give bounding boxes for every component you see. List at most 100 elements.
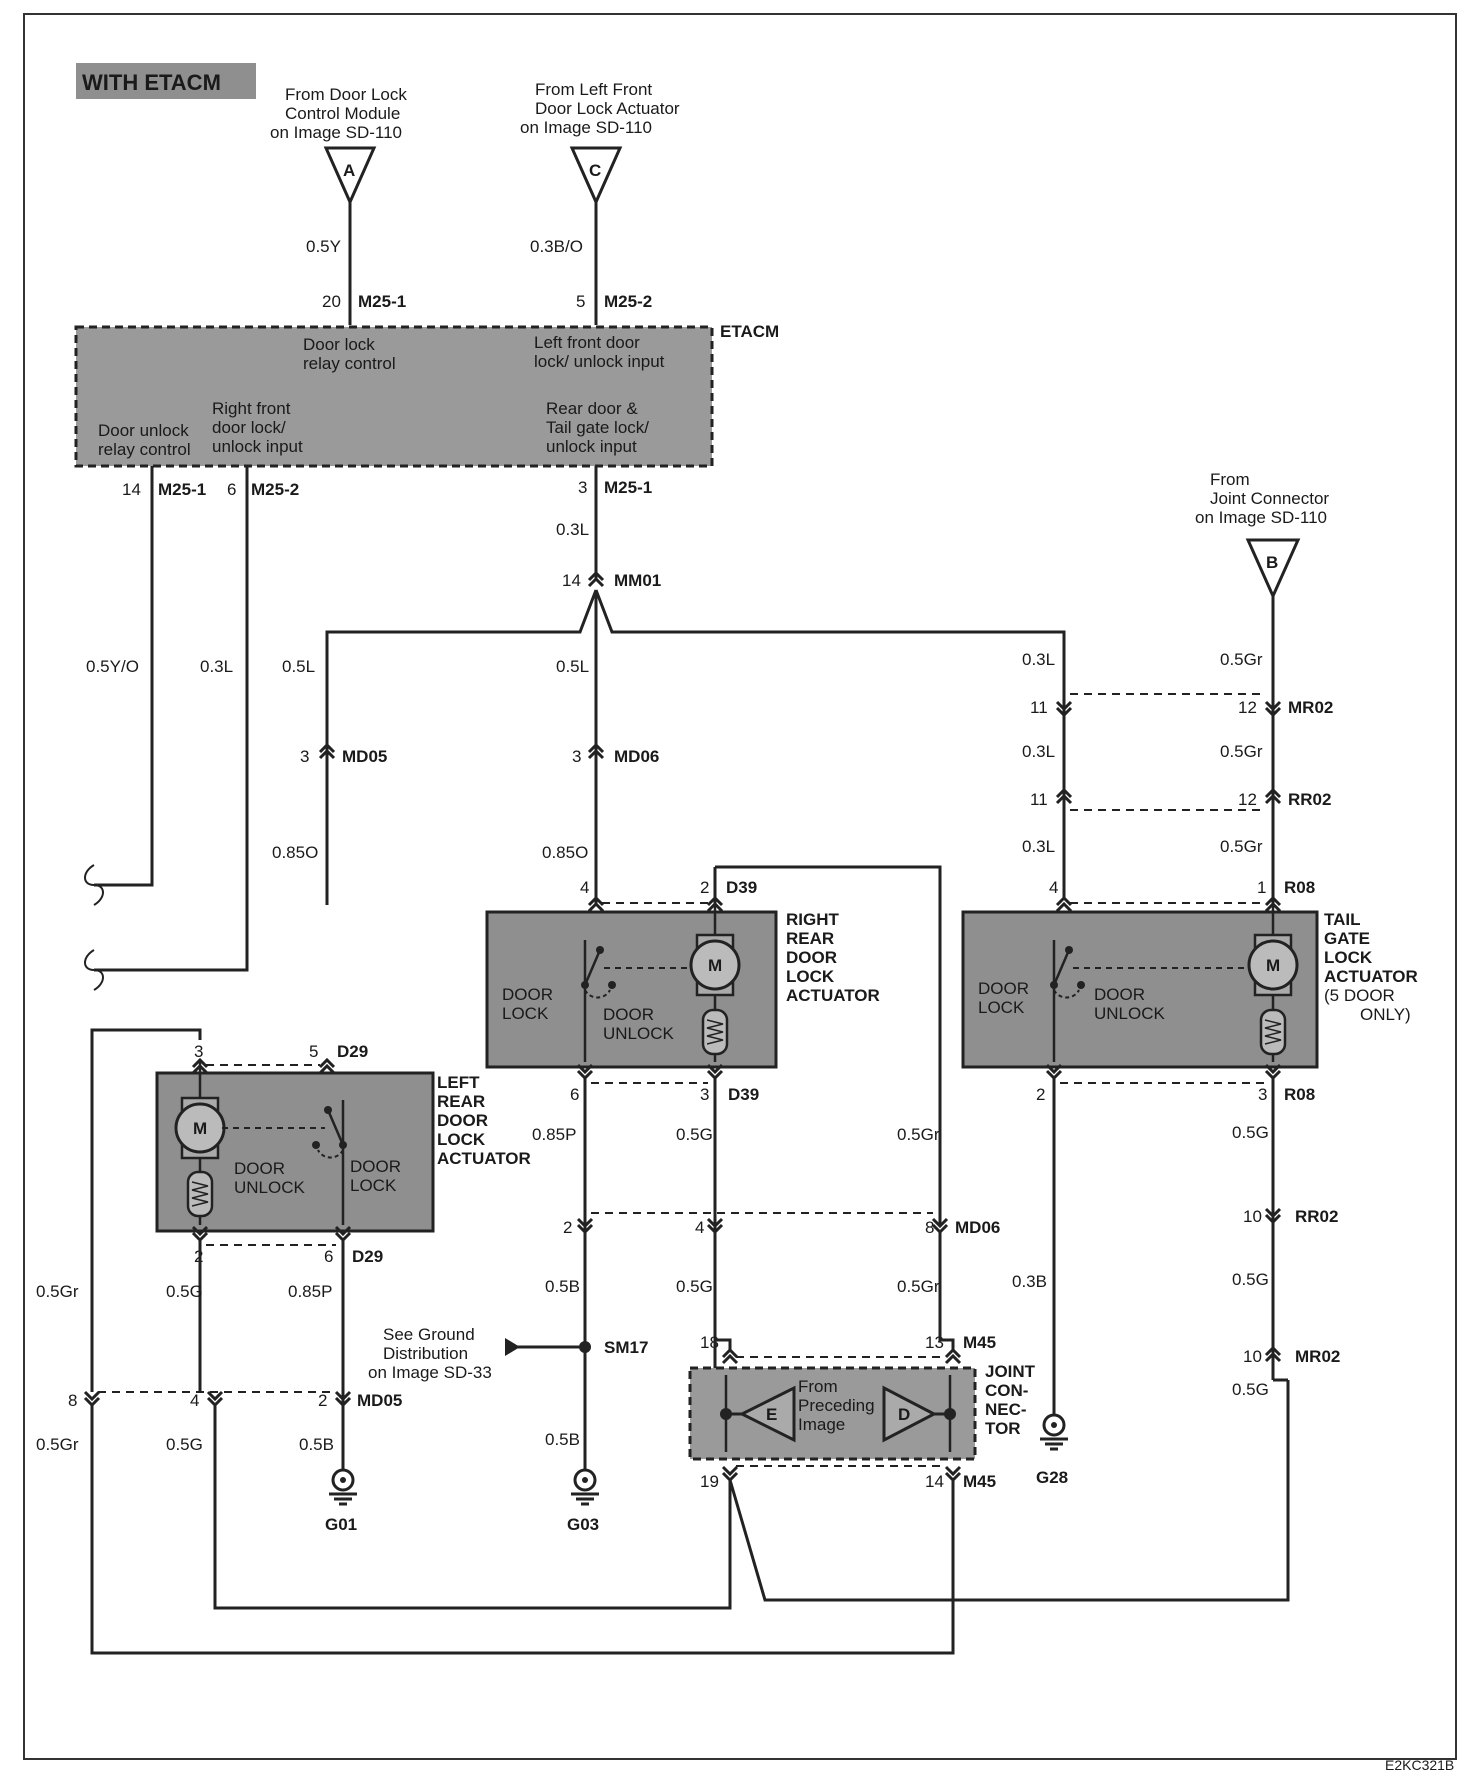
source-b: From Joint Connector on Image SD-110 B — [1195, 470, 1329, 600]
connector-label: R08 — [1284, 1085, 1315, 1104]
pin-label: 10 — [1243, 1347, 1262, 1366]
wire-label: 0.5Gr — [36, 1435, 79, 1454]
etacm-text: unlock input — [546, 437, 637, 456]
actuator-title: RIGHT — [786, 910, 840, 929]
joint-title: NEC- — [985, 1400, 1027, 1419]
actuator-title: TAIL — [1324, 910, 1361, 929]
connector-label: M25-1 — [604, 478, 652, 497]
connector-label: M45 — [963, 1333, 996, 1352]
wire-label: 0.3B — [1012, 1272, 1047, 1291]
pin-label: 5 — [309, 1042, 318, 1061]
wire-label: 0.3L — [1022, 650, 1055, 669]
wire-label: 0.5G — [1232, 1270, 1269, 1289]
joint-title: TOR — [985, 1419, 1021, 1438]
actuator-title: LOCK — [437, 1130, 486, 1149]
etacm-text: relay control — [303, 354, 396, 373]
connector-label: D39 — [728, 1085, 759, 1104]
ground-note: Distribution — [383, 1344, 468, 1363]
connector-label: SM17 — [604, 1338, 648, 1357]
connector-label: D29 — [337, 1042, 368, 1061]
connector-label: MD06 — [614, 747, 659, 766]
wire-label: 0.5Y/O — [86, 657, 139, 676]
pin-label: 11 — [1030, 698, 1048, 717]
etacm-text: Left front door — [534, 333, 640, 352]
source-b-letter: B — [1266, 553, 1278, 572]
door-unlock-text: UNLOCK — [1094, 1004, 1166, 1023]
etacm-text: relay control — [98, 440, 191, 459]
source-c-line2: Door Lock Actuator — [535, 99, 680, 118]
pin-label: 4 — [580, 878, 589, 897]
ground-note: See Ground — [383, 1325, 475, 1344]
right-rear-door-lock-actuator: 4 2 D39 M DOOR LOCK DOOR UNLOCK RIGHT RE… — [485, 878, 880, 1104]
pin-label: 8 — [925, 1218, 934, 1237]
connector-label: M25-2 — [251, 480, 299, 499]
source-b-line2: Joint Connector — [1210, 489, 1329, 508]
joint-inner-text: Preceding — [798, 1396, 875, 1415]
joint-title: JOINT — [985, 1362, 1036, 1381]
door-unlock-text: DOOR — [1094, 985, 1145, 1004]
actuator-title: ACTUATOR — [786, 986, 880, 1005]
wire-label: 0.5G — [1232, 1123, 1269, 1142]
wire-label: 0.5L — [282, 657, 315, 676]
connector-label: M45 — [963, 1472, 996, 1491]
motor-label: M — [193, 1119, 207, 1138]
ground-g03: G03 — [567, 1515, 599, 1534]
motor-label: M — [1266, 956, 1280, 975]
pin-label: 3 — [300, 747, 309, 766]
source-c: From Left Front Door Lock Actuator on Im… — [520, 80, 680, 206]
connector-label: MR02 — [1288, 698, 1333, 717]
actuator-title: ACTUATOR — [437, 1149, 531, 1168]
wire-label: 0.5B — [299, 1435, 334, 1454]
source-a-line3: on Image SD-110 — [270, 123, 402, 142]
etacm-text: Tail gate lock/ — [546, 418, 649, 437]
pin-label: 2 — [563, 1218, 572, 1237]
actuator-title: ACTUATOR — [1324, 967, 1418, 986]
pin-label: 3 — [578, 478, 587, 497]
figure-id: E2KC321B — [1385, 1757, 1454, 1773]
pin-label: 6 — [324, 1247, 333, 1266]
tail-gate-lock-actuator: 4 1 R08 M DOOR LOCK DOOR UNLOCK TAIL GAT… — [961, 878, 1418, 1104]
wire-label: 0.5Gr — [897, 1277, 940, 1296]
joint-inner-text: Image — [798, 1415, 845, 1434]
etacm-text: unlock input — [212, 437, 303, 456]
joint-e-label: E — [766, 1405, 777, 1424]
etacm-text: Door lock — [303, 335, 375, 354]
door-unlock-text: UNLOCK — [234, 1178, 306, 1197]
wire-label: 0.5G — [166, 1435, 203, 1454]
motor-label: M — [708, 956, 722, 975]
joint-inner-text: From — [798, 1377, 838, 1396]
pin-label: 2 — [1036, 1085, 1045, 1104]
actuator-title: (5 DOOR — [1324, 986, 1395, 1005]
wire-label: 0.5G — [1232, 1380, 1269, 1399]
connector-label: R08 — [1284, 878, 1315, 897]
door-lock-text: DOOR — [978, 979, 1029, 998]
connector-label: D39 — [726, 878, 757, 897]
door-lock-text: DOOR — [502, 985, 553, 1004]
pin-label: 11 — [1030, 790, 1048, 809]
pin-label: 2 — [700, 878, 709, 897]
wire-label: 0.85O — [272, 843, 318, 862]
source-c-line1: From Left Front — [535, 80, 652, 99]
pin-label: 4 — [190, 1391, 199, 1410]
wire-label: 0.5B — [545, 1277, 580, 1296]
door-unlock-text: DOOR — [603, 1005, 654, 1024]
wire-label: 0.3L — [1022, 742, 1055, 761]
pin-label: 12 — [1238, 698, 1257, 717]
actuator-title: GATE — [1324, 929, 1370, 948]
wire-label: 0.5Gr — [1220, 742, 1263, 761]
connector-label: MD05 — [342, 747, 387, 766]
etacm-text: Door unlock — [98, 421, 189, 440]
connector-label: D29 — [352, 1247, 383, 1266]
wire-label: 0.5G — [166, 1282, 203, 1301]
wire-label: 0.5Y — [306, 237, 341, 256]
actuator-title: DOOR — [786, 948, 837, 967]
pin-label: 4 — [1049, 878, 1058, 897]
joint-connector: E D From Preceding Image JOINT CON- NEC-… — [688, 1362, 1036, 1461]
wire-label: 0.5B — [545, 1430, 580, 1449]
source-a: From Door Lock Control Module on Image S… — [270, 85, 407, 206]
connector-label: RR02 — [1295, 1207, 1338, 1226]
door-lock-text: LOCK — [978, 998, 1025, 1017]
joint-d-label: D — [898, 1405, 910, 1424]
wire-label: 0.5Gr — [36, 1282, 79, 1301]
wire-label: 0.85O — [542, 843, 588, 862]
